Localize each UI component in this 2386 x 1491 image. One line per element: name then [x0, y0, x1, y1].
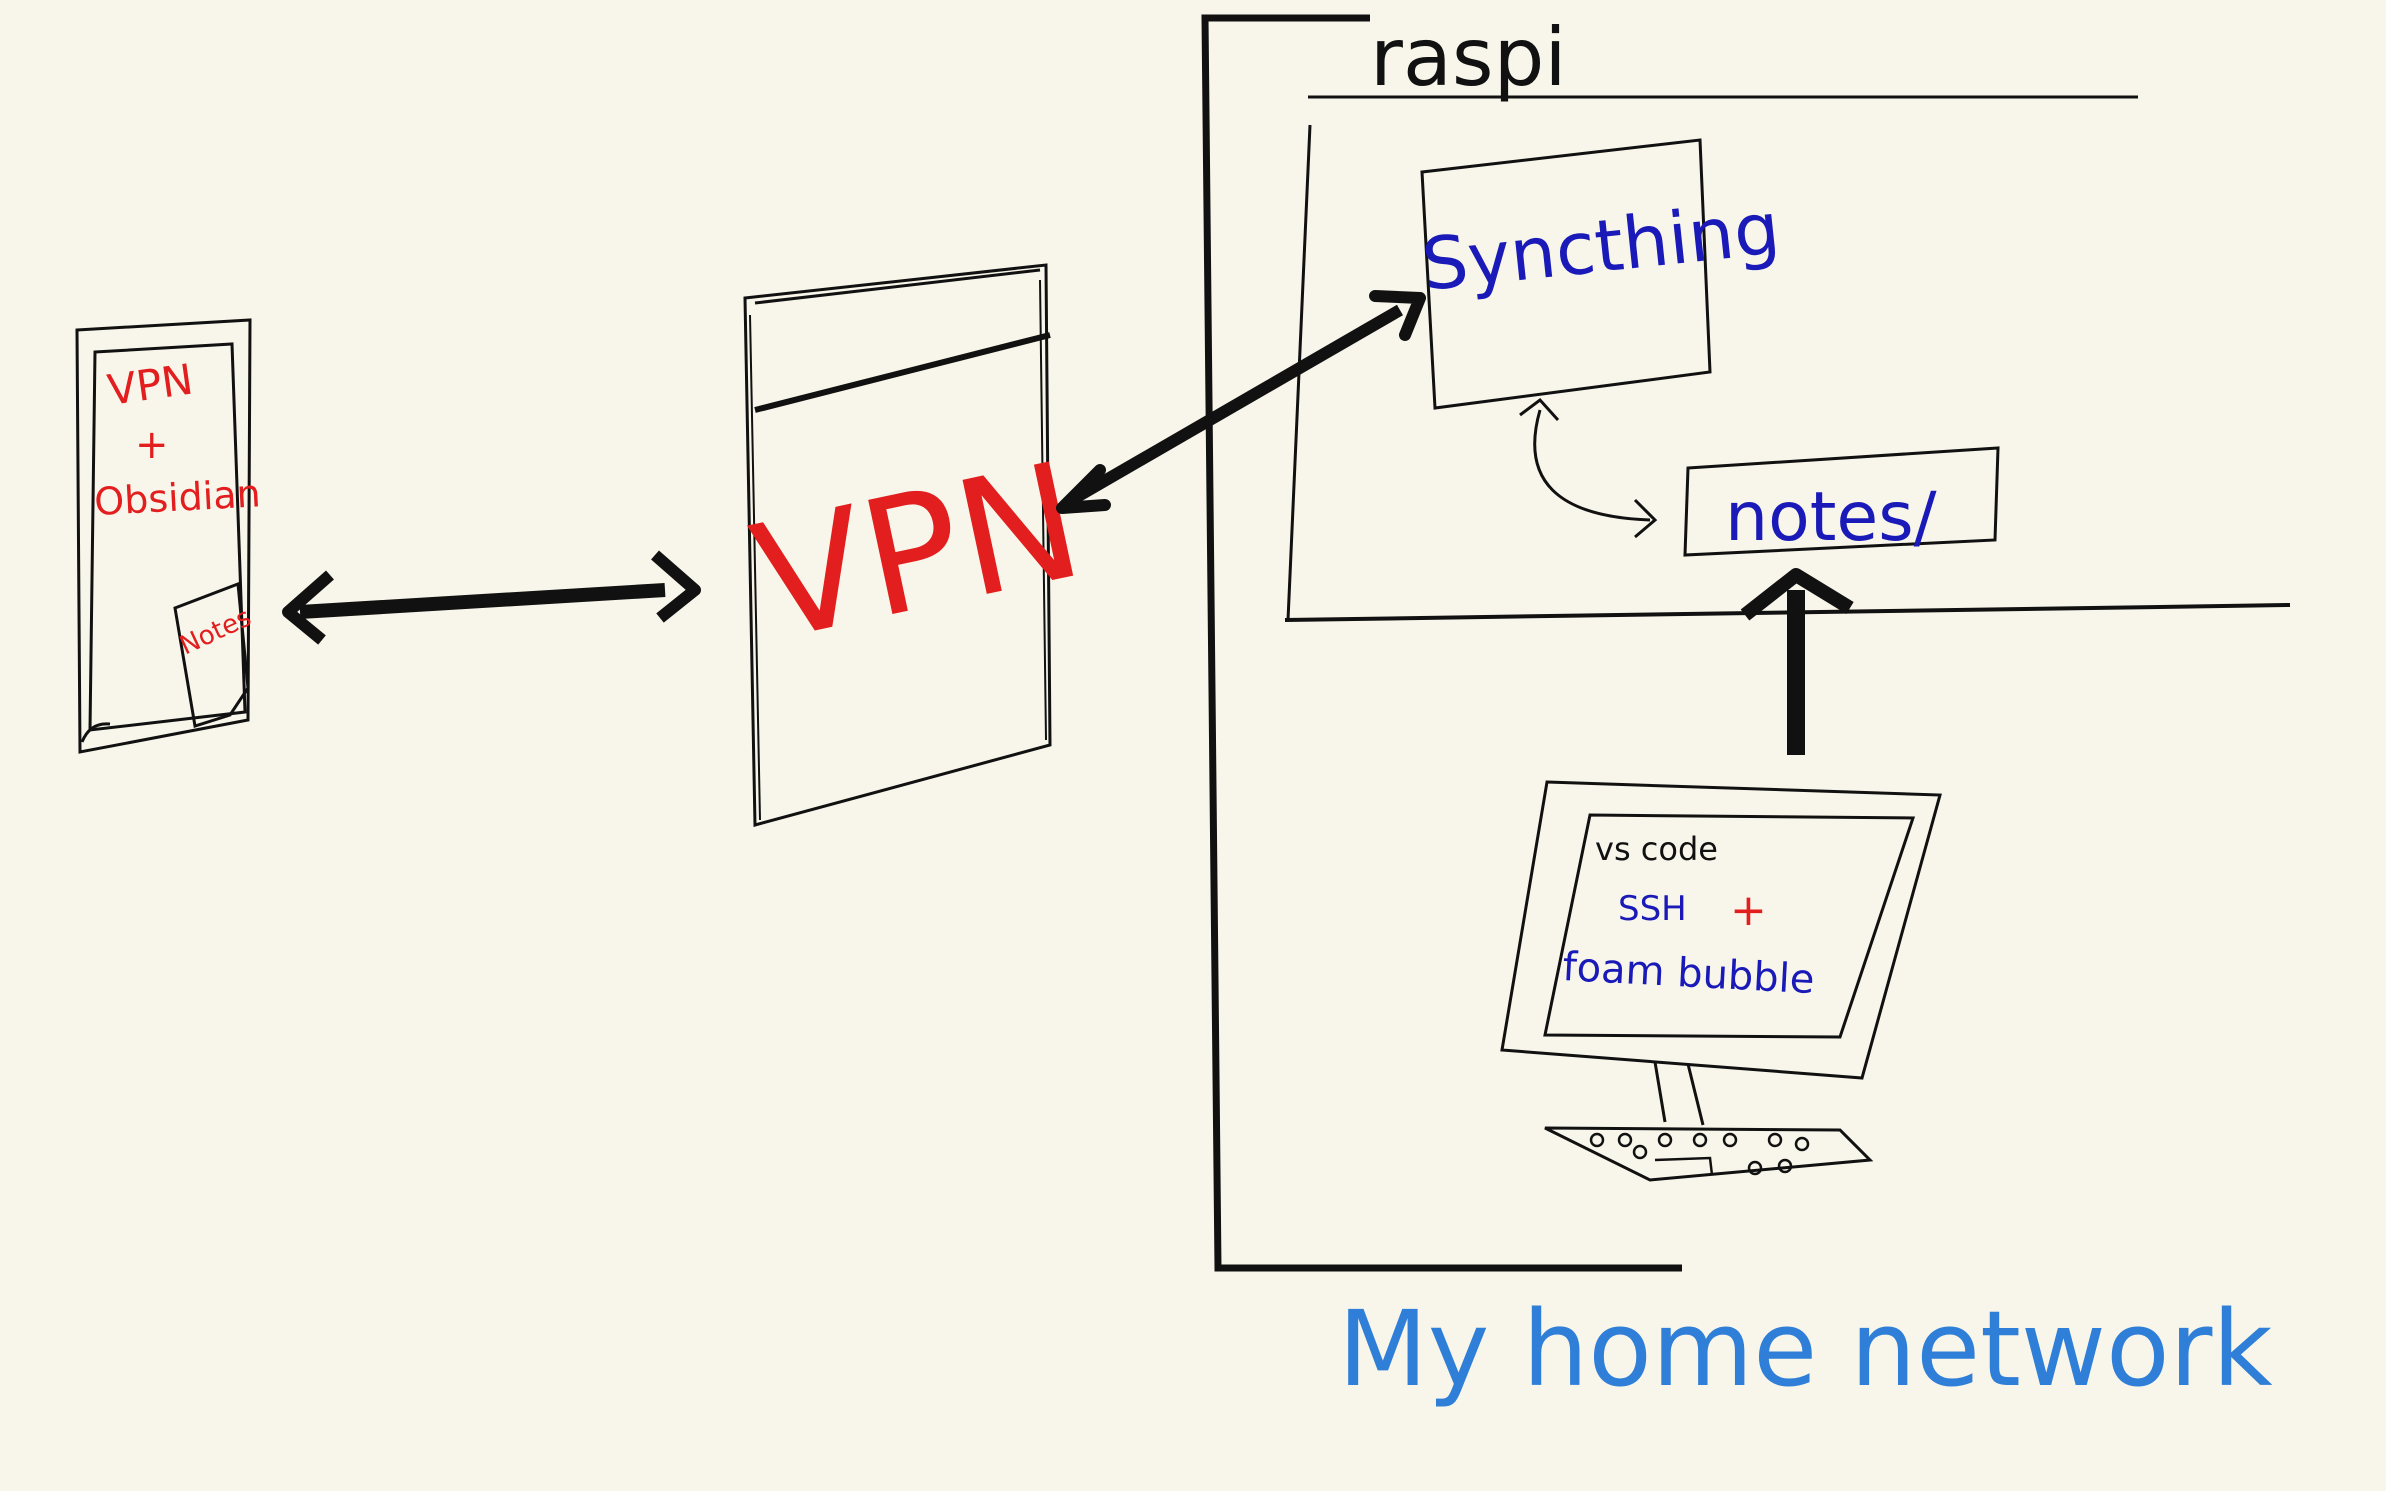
computer: vs code SSH + foam bubble: [1500, 780, 1942, 1182]
syncthing-box: [1420, 138, 1712, 410]
notes-folder-label: notes/: [1725, 478, 1937, 557]
arrow-syncthing-notes: [1533, 409, 1651, 522]
phone-outer-frame: [75, 318, 252, 754]
keyboard-keys: [1589, 1132, 1810, 1176]
raspi: raspi Syncthing notes/: [1284, 11, 2291, 622]
arrow-vpn-syncthing: [1056, 290, 1426, 514]
computer-text-foam-bubble: foam bubble: [1561, 944, 1815, 1003]
vpn-box-outline: [743, 263, 1052, 827]
phone-text-vpn: VPN: [105, 354, 196, 414]
vpn-box-label: VPN: [739, 427, 1096, 678]
phone-note-sticker: [173, 581, 250, 728]
home-network-boundary: [1201, 14, 1682, 1272]
syncthing-label: Syncthing: [1418, 186, 1784, 307]
computer-text-plus: +: [1730, 885, 1767, 936]
monitor-outer: [1500, 780, 1942, 1080]
phone-bottom-curve: [80, 722, 111, 743]
vpn-box-header-line: [754, 332, 1051, 413]
phone-screen: [88, 342, 247, 732]
monitor-screen: [1543, 813, 1916, 1039]
vpn-server: VPN: [739, 263, 1096, 827]
arrow-computer-raspi: [1740, 568, 1854, 755]
computer-text-ssh: SSH: [1618, 889, 1687, 929]
phone: VPN + Obsidian Notes: [75, 318, 262, 754]
monitor-stand: [1653, 1061, 1705, 1126]
computer-text-vscode: vs code: [1595, 830, 1718, 868]
home-network-label: My home network: [1338, 1288, 2273, 1410]
arrow-phone-vpn: [282, 550, 701, 645]
notes-folder-box: [1683, 446, 2000, 557]
phone-text-plus: +: [135, 422, 169, 468]
raspi-label: raspi: [1370, 11, 1567, 104]
raspi-left-line: [1286, 124, 1312, 621]
keyboard: [1544, 1126, 1874, 1182]
phone-text-obsidian: Obsidian: [93, 471, 262, 524]
